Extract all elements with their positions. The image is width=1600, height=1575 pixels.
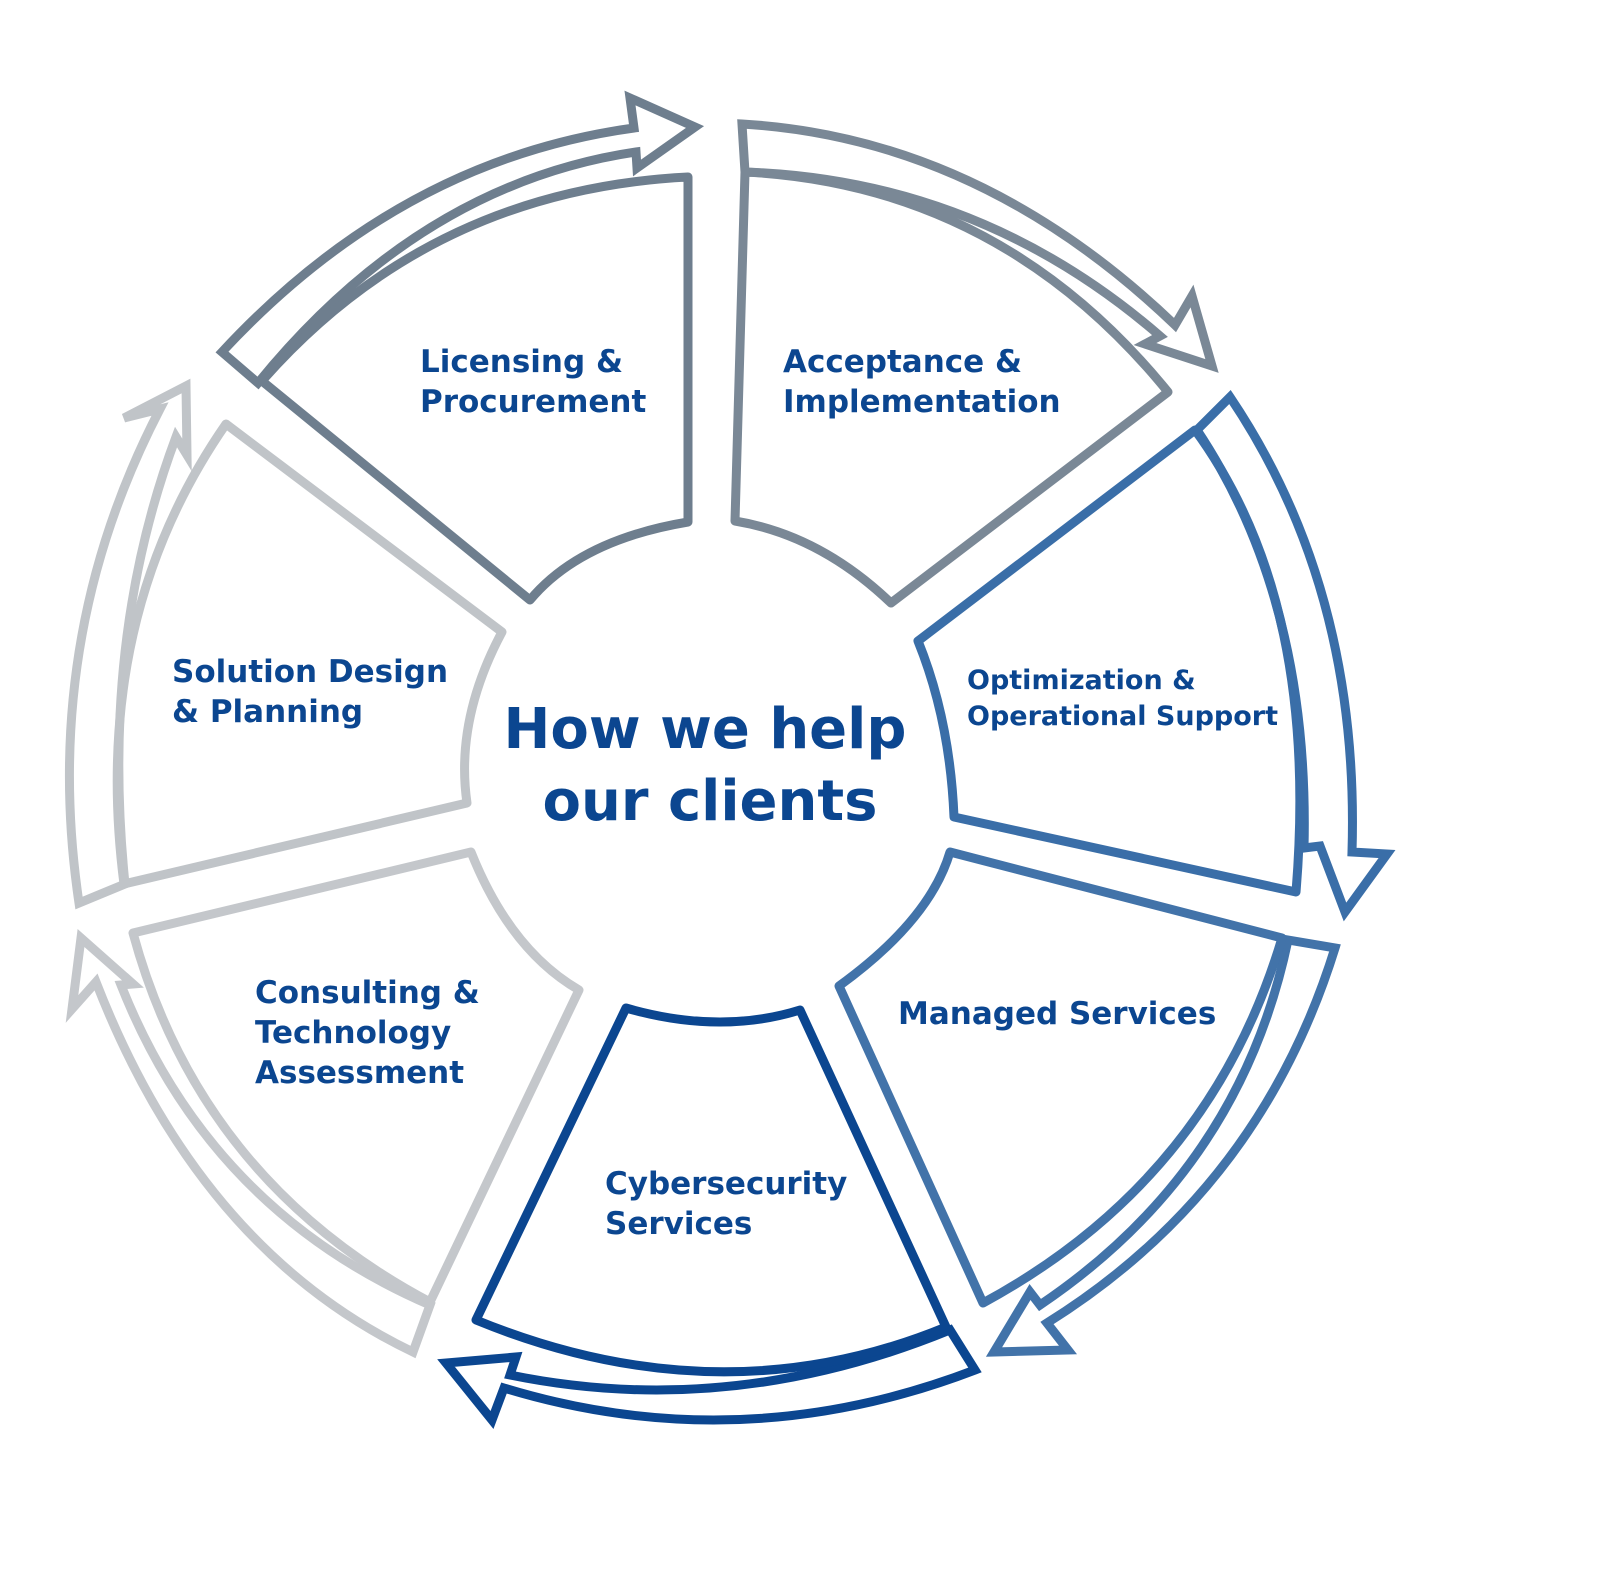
segment-cybersecurity (471, 1003, 951, 1377)
center-title: How we help our clients (504, 697, 907, 834)
label-acceptance: Acceptance & Implementation (783, 344, 1061, 420)
segment-managed (834, 847, 1287, 1308)
outer-arrows (64, 90, 1396, 1429)
label-optimization: Optimization & Operational Support (967, 665, 1278, 732)
arrow-cybersecurity (437, 1324, 982, 1429)
label-solution: Solution Design & Planning (172, 654, 459, 730)
arrow-managed (985, 934, 1341, 1357)
label-licensing: Licensing & Procurement (420, 344, 646, 420)
center-title-line1: How we help (504, 697, 907, 762)
arrow-consulting (65, 928, 436, 1359)
segment-licensing (257, 172, 693, 605)
center-title-line2: our clients (543, 769, 878, 834)
segments (112, 167, 1305, 1377)
segment-labels: Licensing & Procurement Acceptance & Imp… (172, 344, 1278, 1242)
label-cybersecurity: Cybersecurity Services (605, 1166, 858, 1242)
label-managed: Managed Services (898, 996, 1216, 1032)
arrow-licensing (215, 90, 705, 390)
segment-optimization (913, 425, 1305, 897)
segment-acceptance (730, 167, 1173, 608)
arrow-acceptance (737, 119, 1219, 373)
label-consulting: Consulting & Technology Assessment (255, 975, 491, 1091)
segment-consulting (128, 847, 584, 1307)
segment-solution (112, 419, 507, 889)
